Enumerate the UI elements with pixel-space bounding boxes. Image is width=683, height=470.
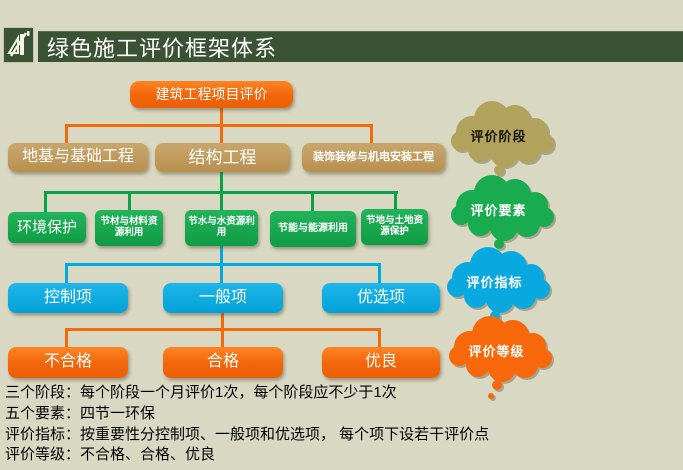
node-grade-excellent: 优良 (322, 347, 440, 378)
page-title: 绿色施工评价框架体系 (47, 36, 278, 61)
connector-grades-drop-right (378, 328, 381, 347)
connector-root-drop-left (65, 124, 68, 143)
node-label: 优良 (364, 353, 397, 371)
callout-label: 评价指标 (466, 275, 523, 290)
node-label: 结构工程 (188, 147, 257, 167)
cloud-shape (449, 316, 552, 399)
connector-root-bar (65, 124, 373, 127)
connector-grades-drop-left (65, 328, 68, 347)
note-line-elements: 五个要素：四节一环保 (5, 404, 156, 422)
callout-grades: 评价等级 (445, 312, 560, 407)
node-stage-decoration: 装饰装修与机电安装工程 (302, 143, 445, 172)
callout-label: 评价等级 (468, 344, 525, 359)
connector-indicators-drop-right (378, 263, 381, 283)
node-label: 优选项 (356, 288, 405, 306)
node-element-energy: 节能与能源利用 (270, 211, 356, 247)
connector-root-drop-right (370, 124, 373, 143)
node-label: 控制项 (43, 288, 92, 306)
logo-icon (6, 31, 29, 57)
callout-label: 评价要素 (470, 203, 527, 218)
callout-indicators: 评价指标 (443, 243, 558, 338)
node-grade-pass: 合格 (163, 347, 283, 378)
cloud-shape (451, 175, 554, 258)
node-indicator-control: 控制项 (8, 283, 128, 313)
cloud-shape (447, 247, 550, 330)
node-element-water: 节水与水资源利用 (185, 210, 258, 246)
node-label: 合格 (206, 353, 239, 371)
cloud-shape (451, 101, 554, 184)
connector-elements-drop-5 (394, 191, 397, 210)
callout-elements: 评价要素 (447, 171, 562, 266)
node-element-environment: 环境保护 (8, 212, 86, 243)
note-line-stages: 三个阶段：每个阶段一个月评价1次，每个阶段应不少于1次 (5, 384, 397, 401)
connector-indicators-bar (65, 263, 381, 266)
node-project-evaluation: 建筑工程项目评价 (130, 81, 293, 108)
logo (3, 27, 34, 63)
node-label: 节能与能源利用 (278, 223, 348, 235)
connector-grades-bar (65, 328, 381, 331)
node-label: 地基与基础工程 (21, 148, 134, 166)
node-stage-foundation: 地基与基础工程 (8, 143, 148, 172)
node-label: 装饰装修与机电安装工程 (313, 151, 434, 164)
callout-stage: 评价阶段 (447, 97, 562, 192)
node-label: 环境保护 (16, 218, 77, 236)
node-indicator-general: 一般项 (163, 283, 283, 313)
note-line-grades: 评价等级：不合格、合格、优良 (5, 446, 216, 464)
callout-label: 评价阶段 (470, 129, 527, 144)
node-stage-structure: 结构工程 (155, 143, 290, 172)
node-label: 节水与水资源利用 (188, 216, 255, 238)
connector-elements-bar (44, 191, 398, 194)
node-element-material: 节材与材料资源利用 (95, 210, 163, 246)
node-label: 节材与材料资源利用 (100, 216, 158, 238)
node-label: 一般项 (198, 288, 247, 306)
note-line-indicators: 评价指标：按重要性分控制项、一般项和优选项， 每个项下设若干评价点 (5, 425, 490, 443)
node-grade-fail: 不合格 (8, 347, 128, 378)
header-bar: 绿色施工评价框架体系 (38, 31, 683, 62)
connector-indicators-drop-left (65, 263, 68, 283)
node-label: 建筑工程项目评价 (155, 86, 268, 103)
connector-elements-drop-2 (128, 191, 131, 211)
node-label: 不合格 (43, 353, 92, 371)
notes-block: 三个阶段：每个阶段一个月评价1次，每个阶段应不少于1次 五个要素：四节一环保 评… (5, 383, 681, 466)
connector-elements-drop-1 (44, 191, 47, 212)
node-element-land: 节地与土地资源保护 (361, 209, 428, 245)
node-indicator-preferred: 优选项 (322, 283, 440, 313)
connector-elements-drop-4 (311, 191, 314, 212)
node-label: 节地与土地资源保护 (365, 215, 423, 237)
